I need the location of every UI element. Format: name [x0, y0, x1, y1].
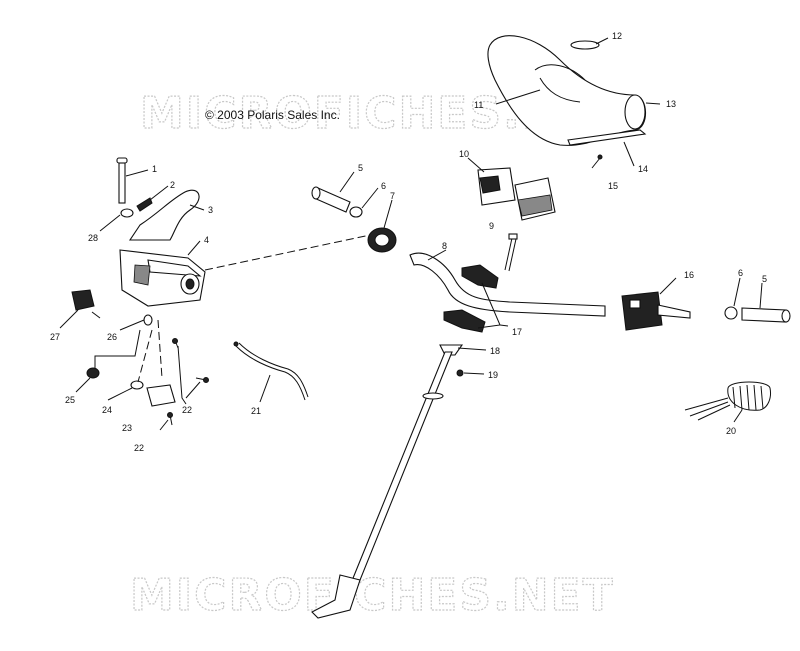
callout-24: 24: [102, 405, 112, 415]
callout-12: 12: [612, 31, 622, 41]
callout-14: 14: [638, 164, 648, 174]
switch-assembly-part: [621, 291, 691, 331]
handlebar-part: [409, 252, 606, 317]
callout-20: 20: [726, 426, 736, 436]
callout-22-upper: 22: [182, 405, 192, 415]
callout-15: 15: [608, 181, 618, 191]
bolt-part: [504, 233, 518, 272]
hardware-line-1: [157, 319, 163, 379]
callout-21: 21: [251, 406, 261, 416]
switch-block-part: [71, 289, 101, 319]
plate-part: [146, 384, 176, 407]
callout-3: 3: [208, 205, 213, 215]
throttle-block-part: [367, 227, 397, 253]
callout-16: 16: [684, 270, 694, 280]
callout-19: 19: [488, 370, 498, 380]
copyright-text: © 2003 Polaris Sales Inc.: [205, 108, 340, 122]
callout-5: 5: [358, 163, 363, 173]
hardware-line-3: [94, 329, 141, 368]
callout-27: 27: [50, 332, 60, 342]
callout-6-right: 6: [738, 268, 743, 278]
callout-22-lower: 22: [134, 443, 144, 453]
callout-23: 23: [122, 423, 132, 433]
steering-post-part: [311, 344, 464, 619]
bushing-part: [143, 314, 153, 326]
watermark-bottom: MICROFICHES.NET: [130, 570, 615, 621]
assembly-line: [204, 234, 371, 271]
left-grip-part: [311, 186, 363, 218]
ring-part: [130, 380, 144, 390]
switch-housing-part: [477, 167, 556, 221]
nut-part: [456, 369, 464, 377]
callout-6: 6: [381, 181, 386, 191]
throttle-cable-part: [233, 341, 309, 401]
seat-pad-part: [487, 35, 647, 169]
clip-part: [136, 197, 153, 212]
washer-part: [120, 208, 134, 218]
callout-18: 18: [490, 346, 500, 356]
callout-11: 11: [474, 100, 483, 110]
right-grip-part: [724, 306, 791, 323]
callout-25: 25: [65, 395, 75, 405]
leader-lines: [59, 37, 763, 431]
lever-part: [128, 189, 200, 241]
callout-10: 10: [459, 149, 469, 159]
callout-8: 8: [442, 241, 447, 251]
pivot-bolt-part: [116, 157, 128, 204]
handlebar-clamps-part: [443, 264, 499, 333]
callout-28: 28: [88, 233, 98, 243]
brake-housing-part: [119, 249, 206, 307]
hardware-line-2: [137, 329, 153, 383]
callout-13: 13: [666, 99, 676, 109]
callout-7: 7: [390, 191, 395, 201]
callout-2: 2: [170, 180, 175, 190]
nut-left-part: [86, 367, 100, 379]
screws-part: [167, 338, 209, 426]
heater-coil-part: [684, 381, 771, 421]
callout-9: 9: [489, 221, 494, 231]
callout-26: 26: [107, 332, 117, 342]
callout-5-right: 5: [762, 274, 767, 284]
callout-17: 17: [512, 327, 522, 337]
callout-1: 1: [152, 164, 157, 174]
callout-4: 4: [204, 235, 209, 245]
